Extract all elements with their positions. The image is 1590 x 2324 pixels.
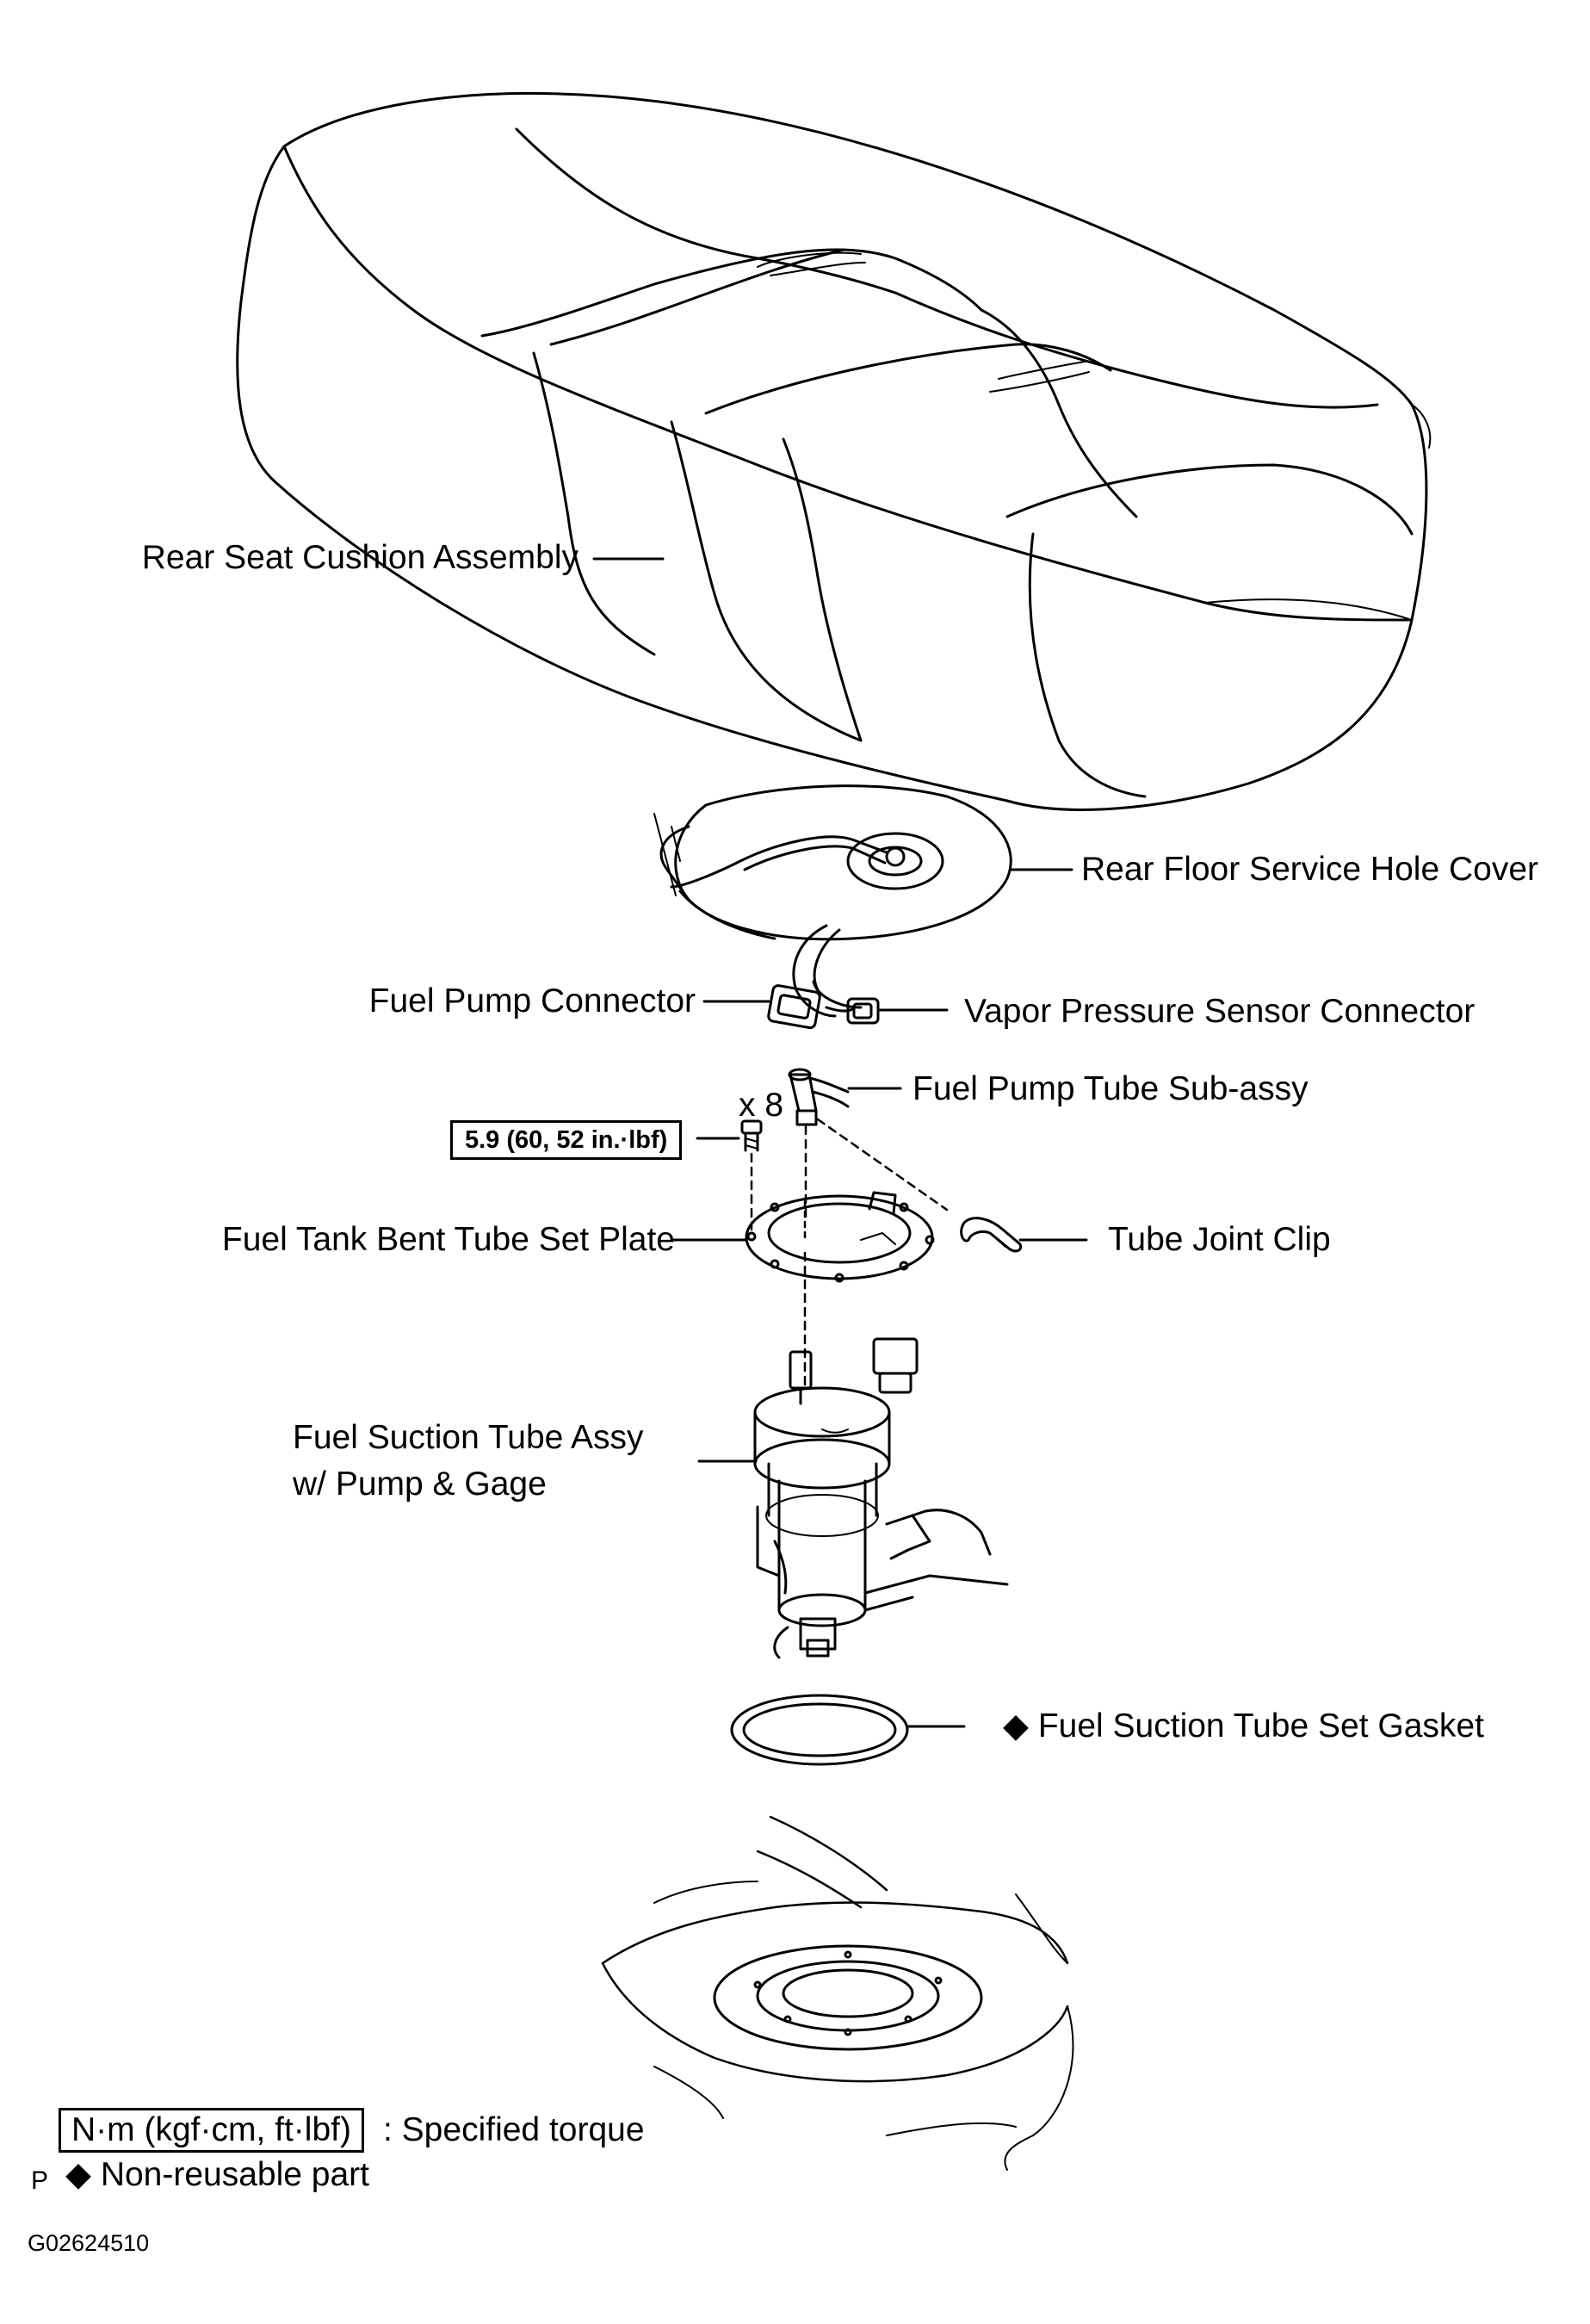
fuel-pump-module-drawing xyxy=(755,1339,1007,1658)
label-rear-floor-service-hole-cover: Rear Floor Service Hole Cover xyxy=(1081,851,1539,888)
label-rear-seat-cushion: Rear Seat Cushion Assembly xyxy=(141,539,578,576)
label-fuel-suction-tube-assy: Fuel Suction Tube Assy xyxy=(293,1419,644,1456)
rear-seat-cushion-drawing xyxy=(238,93,1431,809)
figure-prefix: P xyxy=(31,2166,49,2195)
label-tube-joint-clip: Tube Joint Clip xyxy=(1108,1221,1331,1258)
legend-non-reusable-part: ◆ Non-reusable part xyxy=(65,2156,369,2193)
fuel-tank-drawing xyxy=(603,1817,1073,2170)
label-fuel-pump-tube-sub-assy: Fuel Pump Tube Sub-assy xyxy=(913,1070,1309,1107)
label-fuel-suction-tube-set-gasket: ◆ Fuel Suction Tube Set Gasket xyxy=(1003,1707,1484,1745)
tube-set-plate-drawing xyxy=(746,1193,933,1281)
label-bolt-count: x 8 xyxy=(739,1087,784,1124)
tube-joint-clip-drawing xyxy=(962,1218,1021,1251)
bolt-drawing xyxy=(742,1121,761,1150)
label-fuel-pump-connector: Fuel Pump Connector xyxy=(368,982,696,1019)
label-fuel-tank-bent-tube-set-plate: Fuel Tank Bent Tube Set Plate xyxy=(221,1221,675,1258)
service-hole-cover-drawing xyxy=(654,786,1011,939)
gasket-drawing xyxy=(732,1695,907,1764)
label-vapor-pressure-sensor-connector: Vapor Pressure Sensor Connector xyxy=(964,993,1476,1030)
torque-spec-box: 5.9 (60, 52 in.·lbf) xyxy=(450,1120,683,1160)
figure-id: G02624510 xyxy=(28,2230,150,2256)
fuel-pump-tube-drawing xyxy=(789,1069,848,1125)
legend-torque-units-box: N·m (kgf·cm, ft·lbf) xyxy=(59,2108,364,2153)
assembly-guide-lines xyxy=(752,1119,947,1391)
connectors-drawing xyxy=(768,926,878,1029)
label-fuel-suction-tube-assy-line2: w/ Pump & Gage xyxy=(293,1466,547,1503)
legend-torque-description: : Specified torque xyxy=(383,2111,645,2148)
